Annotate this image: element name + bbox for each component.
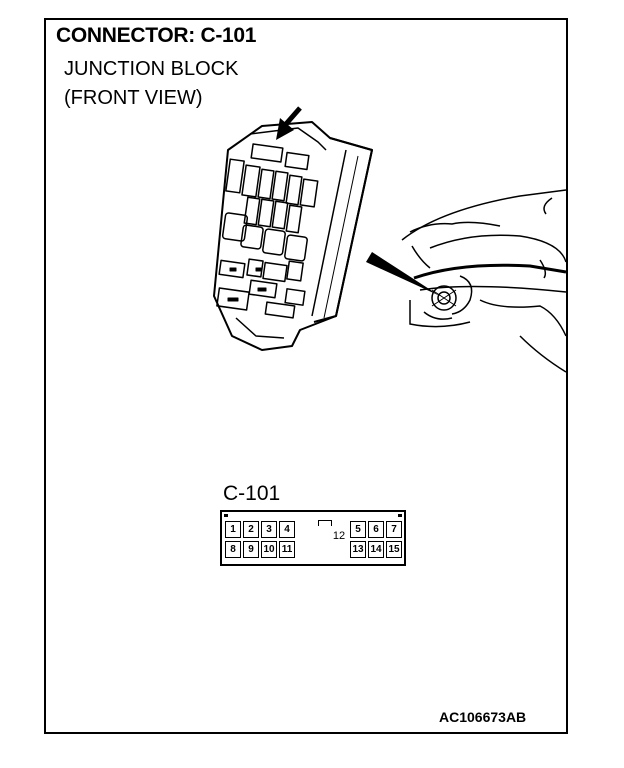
pin-13: 13: [350, 541, 366, 558]
view-label: (FRONT VIEW): [64, 87, 203, 109]
pin-1: 1: [225, 521, 241, 538]
pointer-arrow: [276, 106, 302, 140]
pin-3: 3: [261, 521, 277, 538]
diagram-title: CONNECTOR: C-101: [56, 24, 257, 47]
pin-14: 14: [368, 541, 384, 558]
figure-code: AC106673AB: [439, 709, 527, 725]
component-name: JUNCTION BLOCK: [64, 58, 239, 80]
pin-5: 5: [350, 521, 366, 538]
pin-7: 7: [386, 521, 402, 538]
junction-block-drawing: [213, 121, 373, 351]
pin-15: 15: [386, 541, 402, 558]
dashboard-location-drawing: [401, 189, 567, 373]
pin-2: 2: [243, 521, 259, 538]
pin-12: 12: [332, 530, 346, 542]
pin-11: 11: [279, 541, 295, 558]
pin-10: 10: [261, 541, 277, 558]
connector-key: [318, 520, 332, 526]
location-arrow: [366, 252, 440, 296]
pin-9: 9: [243, 541, 259, 558]
pin-8: 8: [225, 541, 241, 558]
pin-4: 4: [279, 521, 295, 538]
pin-6: 6: [368, 521, 384, 538]
connector-latch-left: [224, 514, 228, 517]
connector-latch-right: [398, 514, 402, 517]
connector-face: 1 2 3 4 12 5 6 7 8 9 10 11 13 14 15: [220, 510, 406, 566]
diagram-frame: [44, 18, 568, 734]
connector-label: C-101: [223, 482, 281, 505]
